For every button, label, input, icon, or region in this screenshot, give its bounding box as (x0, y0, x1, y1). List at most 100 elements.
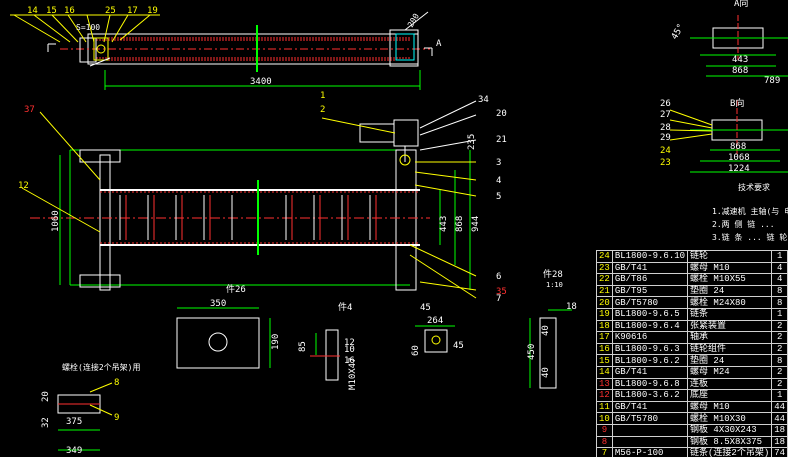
view-a-label: A向 (734, 0, 748, 9)
bom-cell-code: BL1800-9.6.4 (611, 319, 689, 333)
bom-cell-code: BL1800-9.6.2 (611, 354, 689, 367)
balloon-16: 16 (64, 6, 75, 16)
top-view (10, 11, 433, 90)
bom-row: 17K90616轴承2组件 (596, 331, 788, 344)
dim-443: 443 (439, 216, 449, 232)
bom-cell-desc: 底座 (687, 389, 773, 402)
bom-cell-no: 17 (596, 331, 613, 344)
dim-s100: S=100 (76, 23, 100, 32)
bom-cell-code (611, 435, 689, 449)
bom-cell-desc: 轴承 (687, 331, 773, 344)
balloon-3: 3 (496, 158, 501, 168)
bom-cell-qty: 2 (771, 377, 788, 391)
bom-cell-qty: 1 (771, 389, 788, 402)
part-4-dim-85: 85 (298, 341, 308, 352)
dim-868: 868 (455, 216, 465, 232)
part-26-width: 350 (210, 299, 226, 309)
part-bracket-dim-60: 60 (411, 345, 421, 356)
part-4-label: 件4 (338, 301, 352, 313)
part-bracket-dim-45: 45 (453, 341, 464, 351)
bom-cell-desc: 螺栓 M10X30 (687, 412, 773, 425)
part-4-bolt (310, 329, 340, 381)
bom-cell-desc: 链轮组件 (687, 342, 773, 356)
balloon-8: 8 (114, 378, 119, 388)
part-26-label: 件26 (226, 283, 246, 295)
tech-req-line-2: 2.两 侧 链 ... (712, 219, 775, 229)
part-26-height: 190 (271, 334, 281, 350)
balloon-34: 34 (478, 95, 489, 105)
bom-cell-no: 15 (596, 354, 613, 367)
dim-b-868: 868 (730, 142, 746, 152)
balloon-17: 17 (127, 6, 138, 16)
part-26-plate (176, 307, 271, 369)
bom-cell-no: 23 (596, 261, 613, 275)
dim-a-789: 789 (764, 76, 780, 86)
bom-cell-no: 10 (596, 412, 613, 425)
part-bracket-view (415, 325, 455, 353)
bom-cell-code: GB/T5780 (611, 296, 689, 309)
bom-cell-no: 8 (596, 435, 613, 449)
bom-cell-no: 19 (596, 307, 613, 321)
bom-cell-no: 16 (596, 342, 613, 356)
part-bl-label: 螺栓(连接2个吊架)用 (62, 362, 140, 372)
part-4-dim-12: 12 (344, 338, 355, 348)
bom-cell-qty: 1 (771, 307, 788, 321)
section-mark-a: A (436, 39, 442, 49)
bom-cell-qty: 4 (771, 261, 788, 275)
bom-cell-code: GB/T41 (611, 400, 689, 414)
part-bl-dim-20: 20 (41, 391, 51, 402)
balloon-26: 26 (660, 99, 671, 109)
part-4-dim-10: 10 (344, 345, 355, 355)
bom-cell-desc: 连板 (687, 377, 773, 391)
balloon-7: 7 (496, 294, 501, 304)
bom-cell-desc: 螺母 M10 (687, 261, 773, 275)
bom-cell-qty: 8 (771, 296, 788, 309)
balloon-4: 4 (496, 176, 501, 186)
balloon-19: 19 (147, 6, 158, 16)
balloon-20: 20 (496, 109, 507, 119)
bom-cell-desc: 垫圈 24 (687, 354, 773, 367)
front-balloons: 34 20 21 3 4 5 6 7 35 37 12 1 2 (18, 91, 507, 304)
bom-row: 9钢板 4X30X24318Q235 (596, 423, 788, 437)
part-bracket-side: 45 (420, 303, 431, 313)
tech-req-line-3: 3.链 条 ... 链 轮 32 ... (712, 232, 788, 242)
balloon-5: 5 (496, 192, 501, 202)
angle-45: 45° (670, 22, 687, 41)
dim-a-868: 868 (732, 66, 748, 76)
bom-cell-desc: 链条 (687, 307, 773, 321)
bom-cell-qty: 18 (771, 423, 788, 437)
tech-req-title: 技术要求 (738, 182, 770, 192)
bom-cell-desc: 垫圈 24 (687, 284, 773, 298)
bom-cell-no: 14 (596, 365, 613, 379)
bom-cell-qty: 2 (771, 331, 788, 344)
part-28-label: 件28 (543, 268, 563, 280)
part-28-bar (529, 309, 572, 389)
bom-cell-code: GB/T41 (611, 365, 689, 379)
part-28-dim-40a: 40 (541, 325, 551, 336)
bom-cell-code (611, 423, 689, 437)
bom-cell-code: GB/T86 (611, 273, 689, 286)
part-bracket-dim-264: 264 (427, 316, 443, 326)
bom-cell-no: 22 (596, 273, 613, 286)
tech-requirements: 技术要求 1.减速机 主轴(与 电 中 ) ... 2.两 侧 链 ... 3.… (712, 182, 788, 242)
dim-200: 200 (406, 12, 421, 29)
part-bl-dim-375: 375 (66, 417, 82, 427)
front-view (21, 100, 477, 299)
bom-cell-code: M56-P-100 (611, 447, 689, 457)
bom-cell-code: K90616 (611, 331, 689, 344)
bom-row: 8钢板 8.5X8X3751816Mn (596, 435, 788, 449)
bom-cell-desc: 螺母 M10 (687, 400, 773, 414)
bom-cell-desc: 螺栓 M24X80 (687, 296, 773, 309)
balloon-23: 23 (660, 158, 671, 168)
balloon-27: 27 (660, 110, 671, 120)
